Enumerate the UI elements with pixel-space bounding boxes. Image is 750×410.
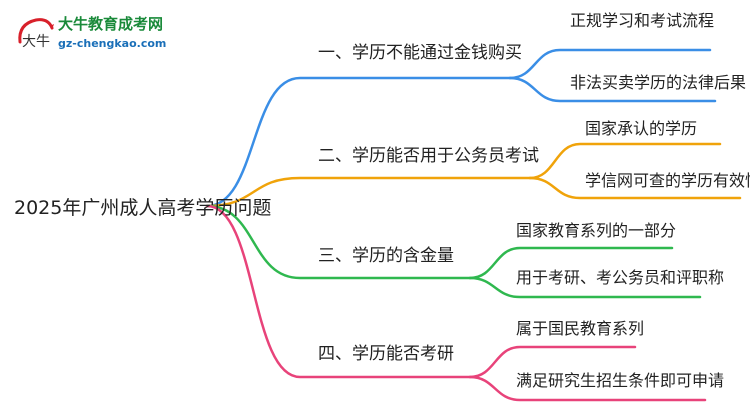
branch-1-leaf-2: 非法买卖学历的法律后果	[570, 73, 747, 92]
logo-title: 大牛教育成考网	[58, 15, 164, 33]
branch-2-leaf-2-connector	[528, 176, 742, 200]
logo-url: gz-chengkao.com	[58, 37, 167, 50]
logo-mark-icon: 大牛	[18, 18, 54, 50]
branch-1-leaf-1: 正规学习和考试流程	[570, 11, 715, 30]
branch-2-leaf-1-connector	[528, 142, 722, 180]
branch-1-leaf-1-connector	[508, 48, 712, 80]
branch-4-label: 四、学历能否考研	[318, 344, 454, 364]
branch-1-connector	[205, 76, 512, 208]
branch-3-leaf-2: 用于考研、考公务员和评职称	[516, 268, 725, 287]
branch-3-connector	[205, 204, 472, 280]
branch-3-leaf-2-connector	[468, 276, 702, 299]
logo-mark-text: 大牛	[22, 34, 50, 50]
branch-4-leaf-1: 属于国民教育系列	[516, 319, 645, 338]
branch-2-label: 二、学历能否用于公务员考试	[318, 146, 539, 166]
branch-1-leaf-2-connector	[508, 76, 717, 103]
site-logo: 大牛 大牛教育成考网 gz-chengkao.com	[14, 14, 189, 56]
branch-3-leaf-1-connector	[468, 246, 674, 280]
branch-1-label: 一、学历不能通过金钱购买	[318, 43, 522, 63]
branch-3-label: 三、学历的含金量	[318, 246, 454, 266]
root-node-label: 2025年广州成人高考学历问题	[14, 197, 272, 219]
branch-3-leaf-1: 国家教育系列的一部分	[516, 221, 677, 240]
branch-2-leaf-2: 学信网可查的学历有效性	[585, 171, 750, 190]
branch-2-leaf-1: 国家承认的学历	[585, 119, 698, 138]
branch-4-connector	[205, 204, 472, 379]
branch-4-leaf-1-connector	[468, 345, 637, 379]
branch-4-leaf-2: 满足研究生招生条件即可申请	[516, 371, 725, 390]
branch-2-connector	[205, 176, 532, 208]
branch-4-leaf-2-connector	[468, 375, 707, 402]
